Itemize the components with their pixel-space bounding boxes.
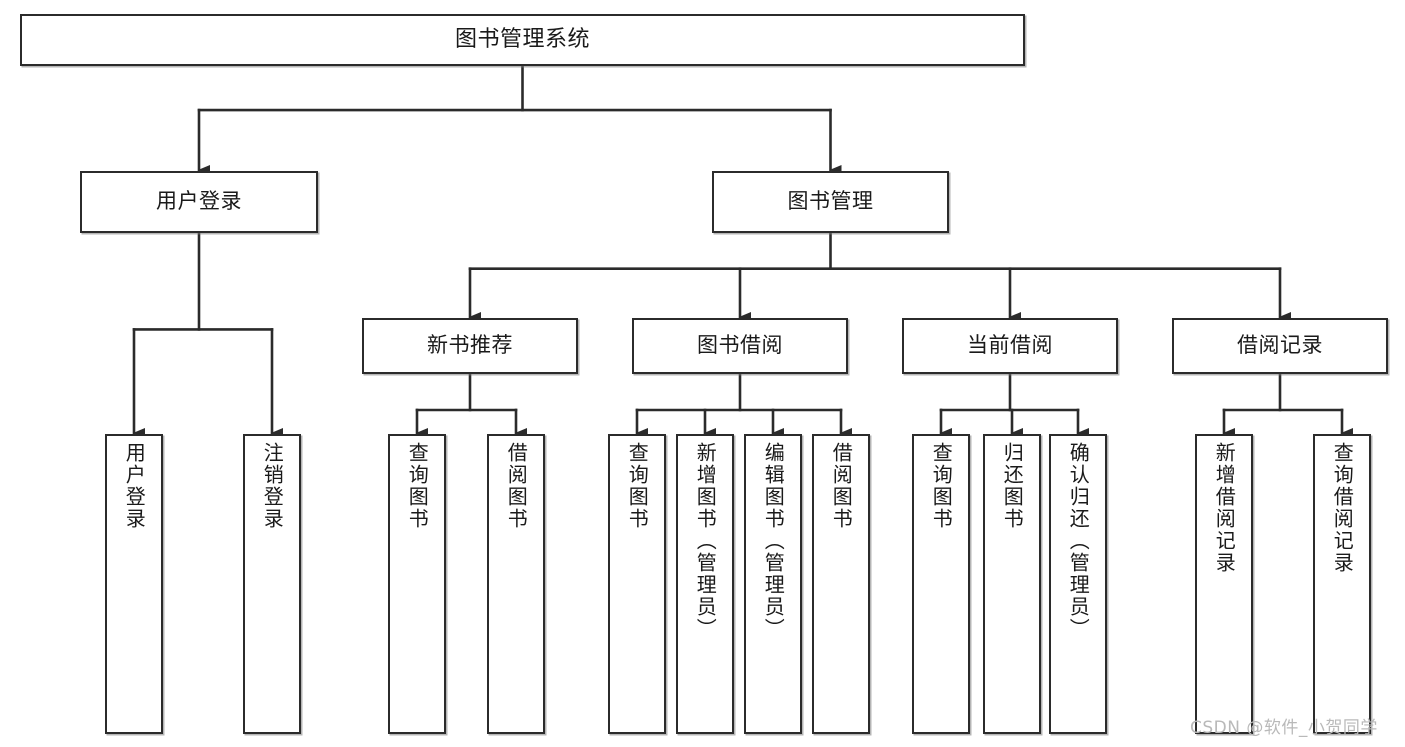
node-label: 新增图书（管理员）: [693, 442, 718, 640]
node-label: 借阅记录: [1237, 333, 1323, 358]
node-root[interactable]: 图书管理系统: [20, 14, 1025, 66]
leaf-leaf-return-book[interactable]: 归还图书: [983, 434, 1041, 734]
leaf-leaf-query-record[interactable]: 查询借阅记录: [1313, 434, 1371, 734]
node-label: 图书借阅: [697, 333, 783, 358]
leaf-leaf-confirm-return[interactable]: 确认归还（管理员）: [1049, 434, 1107, 734]
node-book-manage[interactable]: 图书管理: [712, 171, 949, 233]
node-borrow-record[interactable]: 借阅记录: [1172, 318, 1388, 374]
node-label: 归还图书: [1000, 442, 1025, 530]
node-label: 借阅图书: [829, 442, 854, 530]
node-label: 编辑图书（管理员）: [761, 442, 786, 640]
node-label: 借阅图书: [504, 442, 529, 530]
node-label: 查询图书: [405, 442, 430, 530]
leaf-leaf-logout[interactable]: 注销登录: [243, 434, 301, 734]
leaf-leaf-edit-book[interactable]: 编辑图书（管理员）: [744, 434, 802, 734]
node-label: 用户登录: [156, 189, 242, 214]
node-label: 当前借阅: [967, 333, 1053, 358]
node-label: 注销登录: [260, 442, 285, 530]
node-label: 查询图书: [929, 442, 954, 530]
node-label: 用户登录: [122, 442, 147, 530]
node-label: 图书管理系统: [454, 26, 590, 52]
node-label: 查询借阅记录: [1330, 442, 1355, 574]
leaf-leaf-user-login[interactable]: 用户登录: [105, 434, 163, 734]
node-label: 确认归还（管理员）: [1066, 442, 1091, 640]
leaf-leaf-add-record[interactable]: 新增借阅记录: [1195, 434, 1253, 734]
node-current-borrow[interactable]: 当前借阅: [902, 318, 1118, 374]
node-label: 查询图书: [625, 442, 650, 530]
node-book-borrow[interactable]: 图书借阅: [632, 318, 848, 374]
leaf-leaf-add-book[interactable]: 新增图书（管理员）: [676, 434, 734, 734]
leaf-leaf-query-book-1[interactable]: 查询图书: [388, 434, 446, 734]
leaf-leaf-borrow-book-1[interactable]: 借阅图书: [487, 434, 545, 734]
leaf-leaf-query-book-2[interactable]: 查询图书: [608, 434, 666, 734]
node-new-book-recommend[interactable]: 新书推荐: [362, 318, 578, 374]
csdn-watermark: CSDN @软件_小贺同学: [1190, 718, 1378, 738]
node-label: 图书管理: [787, 189, 874, 214]
leaf-leaf-query-book-3[interactable]: 查询图书: [912, 434, 970, 734]
leaf-leaf-borrow-book-2[interactable]: 借阅图书: [812, 434, 870, 734]
node-user-login[interactable]: 用户登录: [80, 171, 318, 233]
node-label: 新书推荐: [427, 333, 513, 358]
node-label: 新增借阅记录: [1212, 442, 1237, 574]
